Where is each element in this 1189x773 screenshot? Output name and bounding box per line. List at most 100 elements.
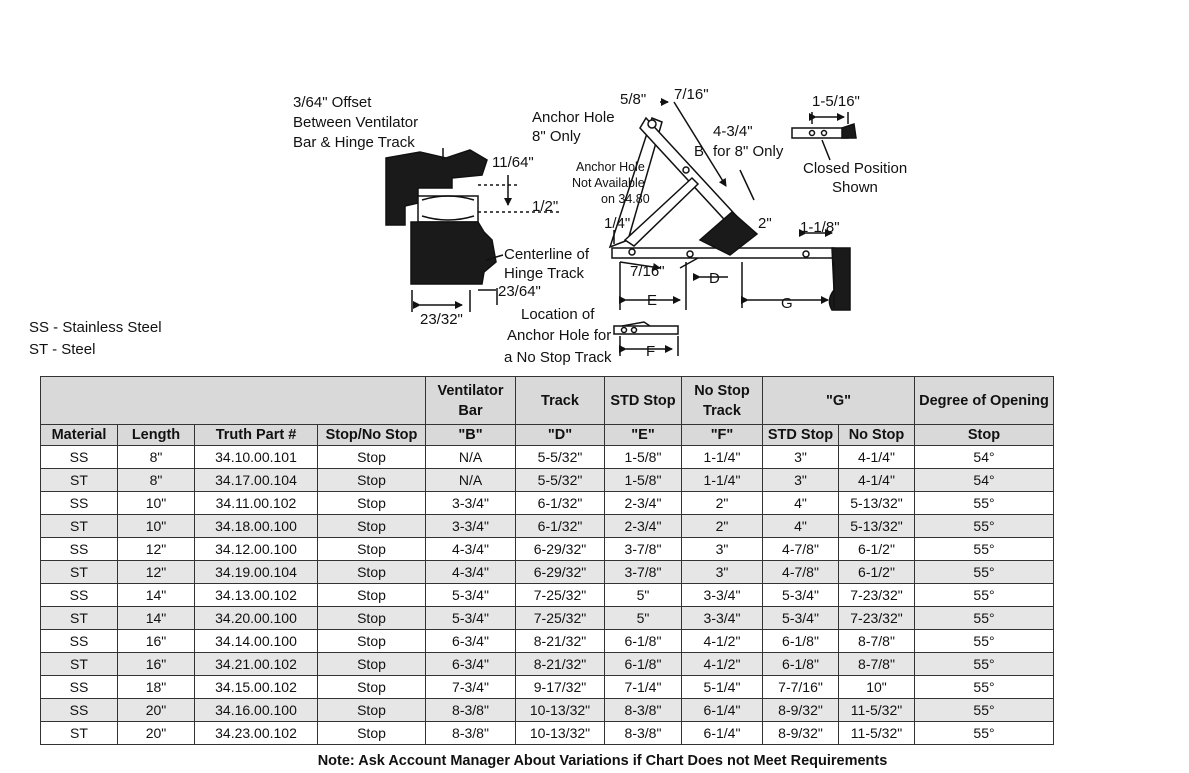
table-cell: 4-7/8"	[762, 560, 839, 584]
dim-e-letter: E	[647, 292, 657, 309]
table-cell: 3-3/4"	[425, 491, 516, 515]
dim-11-64: 11/64"	[492, 154, 534, 171]
table-cell: 2-3/4"	[604, 514, 682, 538]
table-cell: Stop	[317, 445, 426, 469]
table-cell: 8"	[117, 468, 195, 492]
table-cell: 34.18.00.100	[194, 514, 318, 538]
table-cell: 4-1/2"	[681, 652, 763, 676]
table-cell: 1-5/8"	[604, 468, 682, 492]
table-cell: SS	[40, 537, 118, 561]
table-cell: 6-29/32"	[515, 560, 605, 584]
table-cell: 5"	[604, 606, 682, 630]
centerline-label-2: Hinge Track	[504, 265, 585, 282]
table-cell: 34.11.00.102	[194, 491, 318, 515]
dim-23-64: 23/64"	[498, 283, 541, 300]
col-f: "F"	[681, 424, 763, 446]
table-cell: 3-3/4"	[681, 583, 763, 607]
table-cell: 7-23/32"	[838, 606, 915, 630]
legend-stainless-steel: SS - Stainless Steel	[29, 319, 162, 336]
table-cell: ST	[40, 606, 118, 630]
table-cell: 55°	[914, 560, 1054, 584]
table-cell: 5-1/4"	[681, 675, 763, 699]
table-cell: 34.16.00.100	[194, 698, 318, 722]
dim-2: 2"	[758, 215, 772, 232]
table-cell: 6-1/32"	[515, 491, 605, 515]
table-cell: 5-13/32"	[838, 491, 915, 515]
table-cell: 55°	[914, 606, 1054, 630]
table-cell: 4-1/4"	[838, 468, 915, 492]
col-e: "E"	[604, 424, 682, 446]
table-cell: 6-1/8"	[604, 629, 682, 653]
table-cell: 4-1/2"	[681, 629, 763, 653]
table-cell: Stop	[317, 652, 426, 676]
table-cell: 8-9/32"	[762, 698, 839, 722]
table-cell: 10"	[117, 491, 195, 515]
dim-7-16-bottom: 7/16"	[630, 263, 665, 280]
column-header-row: Material Length Truth Part # Stop/No Sto…	[40, 424, 1054, 446]
na-label-2: Not Available	[572, 176, 645, 190]
legend-steel: ST - Steel	[29, 341, 96, 358]
table-cell: ST	[40, 468, 118, 492]
table-cell: 20"	[117, 721, 195, 745]
table-cell: 8-9/32"	[762, 721, 839, 745]
table-cell: 8-7/8"	[838, 652, 915, 676]
col-g-std-stop: STD Stop	[762, 424, 839, 446]
anchor-hole-label-1: Anchor Hole	[532, 109, 615, 126]
table-cell: 8-3/8"	[425, 698, 516, 722]
table-cell: 6-1/32"	[515, 514, 605, 538]
table-cell: 6-3/4"	[425, 629, 516, 653]
table-cell: 7-25/32"	[515, 583, 605, 607]
table-cell: 5-3/4"	[425, 606, 516, 630]
table-cell: 55°	[914, 583, 1054, 607]
svg-text:Between Ventilator: Between Ventilator	[293, 114, 418, 131]
table-cell: 5-13/32"	[838, 514, 915, 538]
table-cell: Stop	[317, 721, 426, 745]
table-cell: 7-1/4"	[604, 675, 682, 699]
table-cell: 34.10.00.101	[194, 445, 318, 469]
table-cell: 34.19.00.104	[194, 560, 318, 584]
hinge-dimension-diagram: 3/64" Offset Between Ventilator Bar & Hi…	[293, 86, 907, 366]
table-cell: 18"	[117, 675, 195, 699]
location-label-1: Location of	[521, 306, 595, 323]
header-degree-of-opening: Degree of Opening	[914, 376, 1054, 425]
dim-7-16-top: 7/16"	[674, 86, 709, 103]
dim-g-letter: G	[781, 295, 793, 312]
table-cell: 7-23/32"	[838, 583, 915, 607]
table-cell: 34.14.00.100	[194, 629, 318, 653]
dim-1-2: 1/2"	[532, 198, 558, 215]
table-cell: 55°	[914, 537, 1054, 561]
table-cell: Stop	[317, 537, 426, 561]
table-cell: 20"	[117, 698, 195, 722]
table-cell: 11-5/32"	[838, 698, 915, 722]
group-header-row: Ventilator Bar Track STD Stop No Stop Tr…	[40, 376, 1054, 425]
table-cell: 3-7/8"	[604, 560, 682, 584]
table-cell: 55°	[914, 514, 1054, 538]
table-cell: 34.23.00.102	[194, 721, 318, 745]
col-degree-stop: Stop	[914, 424, 1054, 446]
dim-1-1-8: 1-1/8"	[800, 219, 840, 236]
table-cell: 6-3/4"	[425, 652, 516, 676]
table-cell: 3-3/4"	[425, 514, 516, 538]
table-cell: 11-5/32"	[838, 721, 915, 745]
table-cell: ST	[40, 514, 118, 538]
table-cell: 6-1/4"	[681, 721, 763, 745]
svg-text:3/64" Offset: 3/64" Offset	[293, 94, 372, 111]
table-cell: 8"	[117, 445, 195, 469]
table-cell: 8-3/8"	[604, 721, 682, 745]
table-cell: SS	[40, 698, 118, 722]
table-cell: 55°	[914, 629, 1054, 653]
table-cell: Stop	[317, 606, 426, 630]
closed-position-drawing	[791, 112, 857, 161]
table-cell: 6-1/8"	[762, 629, 839, 653]
table-cell: Stop	[317, 583, 426, 607]
table-cell: 3"	[681, 537, 763, 561]
dim-d-letter: D	[709, 270, 720, 287]
table-cell: 5-3/4"	[762, 606, 839, 630]
table-cell: 4-1/4"	[838, 445, 915, 469]
